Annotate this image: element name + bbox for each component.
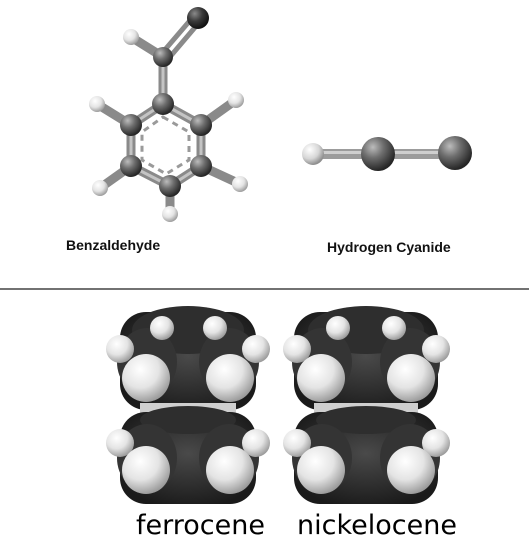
hydrogen-cyanide-model [302, 136, 472, 171]
benzaldehyde-model [89, 7, 248, 222]
nickelocene-model [283, 306, 450, 504]
benzaldehyde-label: Benzaldehyde [66, 237, 161, 253]
hydrogen-cyanide-label: Hydrogen Cyanide [327, 239, 451, 255]
ferrocene-label: ferrocene [136, 510, 265, 541]
nickelocene-label: nickelocene [297, 510, 457, 541]
ferrocene-model [106, 306, 270, 504]
